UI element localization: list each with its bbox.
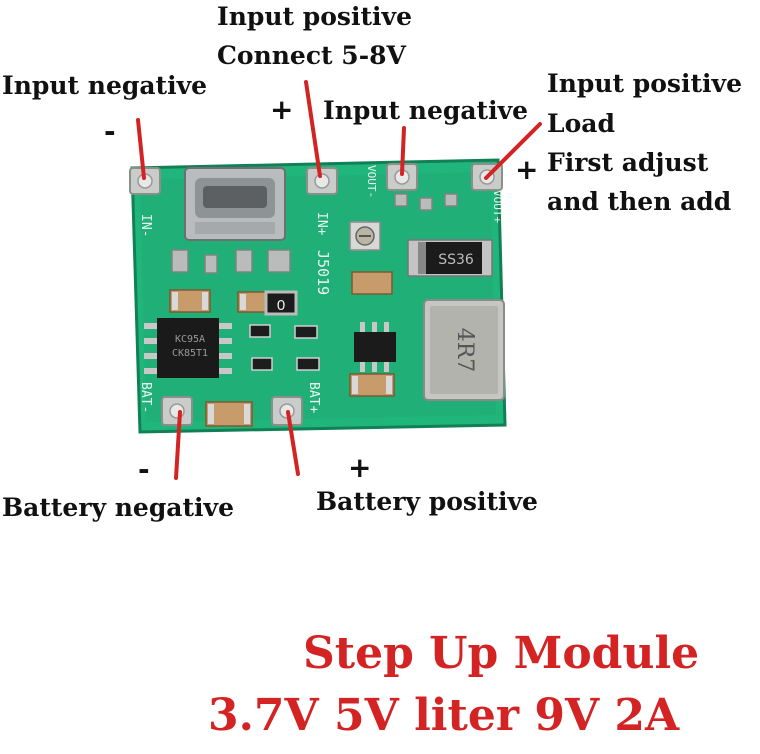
pointer-lines: [136, 80, 542, 480]
charger-ic: KC95A CK85T1: [144, 318, 232, 378]
pointer-input-negative-mid: [400, 126, 406, 176]
silk-vout-plus: VOUT+: [491, 190, 504, 223]
ic-mark-2: CK85T1: [172, 348, 208, 359]
label-and-then-add: and then add: [547, 187, 732, 216]
pointer-battery-positive: [286, 410, 300, 476]
label-input-negative-left: Input negative: [2, 71, 208, 100]
ic-mark-1: KC95A: [175, 334, 205, 345]
sign-input-negative-left: -: [104, 115, 116, 148]
potentiometer: [349, 221, 381, 251]
silk-in-plus: IN+: [314, 212, 329, 236]
label-battery-positive: Battery positive: [316, 487, 538, 516]
pointer-input-negative-left: [136, 118, 146, 180]
title-line-1: Step Up Module: [303, 628, 700, 679]
silk-bat-plus: BAT+: [306, 382, 321, 413]
sign-battery-positive: +: [348, 451, 372, 484]
pointer-battery-negative: [174, 410, 182, 480]
sign-input-positive-top: +: [270, 93, 294, 126]
label-first-adjust: First adjust: [547, 148, 709, 177]
sign-battery-negative: -: [138, 453, 150, 486]
title-line-2: 3.7V 5V liter 9V 2A: [208, 690, 680, 741]
diode-mark: SS36: [438, 252, 474, 268]
label-battery-negative: Battery negative: [2, 493, 234, 522]
resistor-zero: [264, 290, 298, 316]
label-input-positive-top: Input positive: [217, 2, 412, 31]
boost-ic: [354, 322, 396, 372]
sign-output-positive: +: [515, 153, 539, 186]
inductor-mark: 4R7: [452, 328, 477, 373]
inductor-4r7: 4R7: [423, 299, 505, 401]
label-connect-5-8v: Connect 5-8V: [217, 41, 406, 70]
label-load: Load: [547, 109, 615, 138]
pointer-output-positive: [484, 122, 542, 180]
silk-in-minus: IN-: [138, 214, 153, 237]
silk-bat-minus: BAT-: [138, 382, 153, 413]
micro-usb-port: [184, 167, 286, 241]
label-input-negative-mid: Input negative: [323, 96, 529, 125]
pointer-input-positive-top: [304, 80, 322, 178]
silk-vout-minus: VOUT-: [365, 165, 378, 198]
schottky-diode: SS36: [407, 239, 493, 277]
resistor-zero-mark: 0: [277, 297, 285, 314]
label-output-positive: Input positive: [547, 69, 742, 98]
silk-board-id: J5019: [314, 250, 332, 295]
